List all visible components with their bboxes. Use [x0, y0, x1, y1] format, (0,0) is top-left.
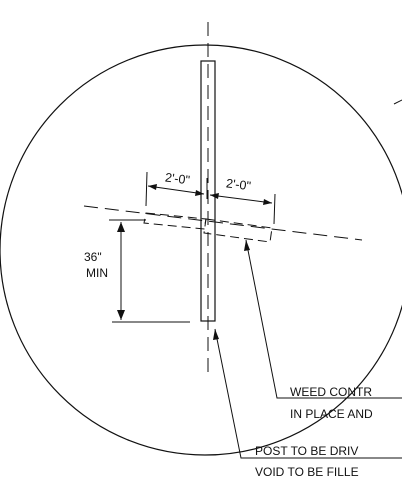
post-leader [214, 328, 402, 459]
weed-control-fabric-left [143, 212, 207, 230]
edge-tick [393, 99, 402, 105]
dim-ext-left [145, 171, 148, 207]
post-note-line1: POST TO BE DRIV [255, 444, 358, 458]
dim-line-left [147, 185, 205, 195]
arrow-right [263, 199, 272, 205]
depth-arrow-top [117, 222, 125, 232]
depth-qualifier: MIN [86, 266, 108, 280]
weed-control-note-line1: WEED CONTR [290, 385, 372, 399]
post [200, 60, 216, 322]
weed-control-leader [245, 239, 402, 399]
post-note-line2: VOID TO BE FILLE [255, 465, 359, 478]
arrow-center-right [210, 193, 219, 199]
crossing-line [83, 205, 363, 241]
depth-value: 36" [84, 250, 102, 264]
dim-ext-right [273, 193, 276, 225]
weed-control-arrow [244, 240, 250, 251]
arrow-center-left [195, 190, 204, 196]
weed-control-note-line2: IN PLACE AND [290, 407, 373, 421]
weed-control-fabric-right [203, 218, 273, 243]
dim-left-width: 2'-0" [164, 170, 190, 187]
detail-circle [0, 44, 402, 456]
arrow-left [148, 184, 157, 190]
post-arrow [213, 329, 219, 340]
dim-line-right [209, 194, 273, 204]
dim-right-width: 2'-0" [225, 176, 251, 193]
depth-arrow-bottom [117, 310, 125, 320]
